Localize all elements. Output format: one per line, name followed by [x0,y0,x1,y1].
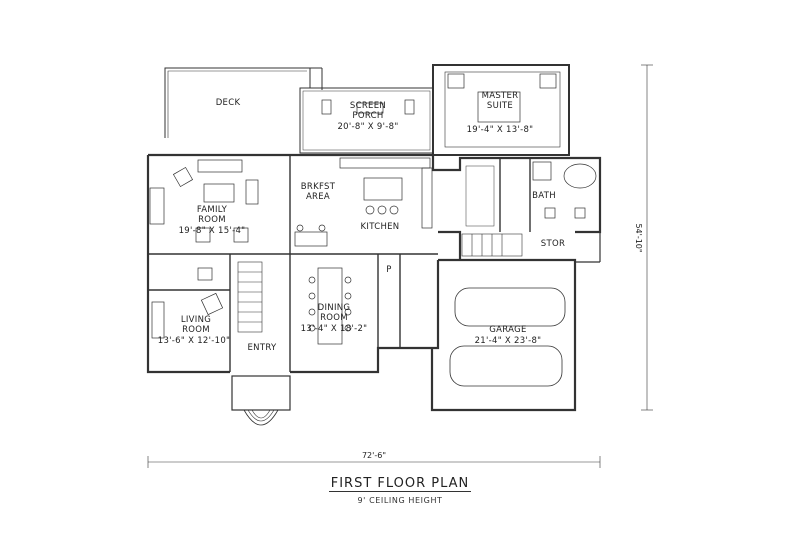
garage-name: GARAGE [489,325,526,335]
entry-label: ENTRY [248,343,277,353]
pantry-label: P [386,265,391,275]
kitchen-fixtures [294,157,433,247]
brkfst-name: BRKFST [301,182,336,192]
garage-size: 21'-4" X 23'-8" [475,336,542,346]
master-suite-size: 19'-4" X 13'-8" [467,125,534,135]
dining-room-name2: ROOM [320,313,348,323]
stair [237,233,523,333]
garage-walls [430,232,601,412]
brkfst-name2: AREA [306,192,330,202]
stor-label: STOR [541,239,565,249]
entry-porch [231,375,291,426]
family-room-name2: ROOM [198,215,226,225]
deck-area [164,67,323,138]
dining-table [308,267,352,345]
screen-porch-name2: PORCH [352,111,383,121]
plan-title: FIRST FLOOR PLAN [0,476,800,492]
master-suite-name: MASTER [482,91,519,101]
family-room-name: FAMILY [197,205,228,215]
master-suite-name2: SUITE [487,101,513,111]
dining-room-size: 13'-4" X 18'-2" [301,324,368,334]
dimension-lines [147,64,653,468]
dining-room-name: DINING [318,303,351,313]
width-dimension: 72'-6" [362,451,386,460]
screen-porch-size: 20'-8" X 9'-8" [337,122,398,132]
plan-title-text: FIRST FLOOR PLAN [328,476,472,492]
plan-subtitle: 9' CEILING HEIGHT [357,496,443,505]
master-suite-walls [432,64,570,156]
living-room-name: LIVING [181,315,211,325]
interior-walls [148,155,531,372]
bath-fixtures [465,161,597,227]
living-room-name2: ROOM [182,325,210,335]
family-room-furniture [149,159,259,243]
kitchen-label: KITCHEN [361,222,400,232]
family-room-size: 19'-8" X 15'-4" [179,226,246,236]
deck-label: DECK [216,98,241,108]
bath-label: BATH [532,191,556,201]
living-room-size: 13'-6" X 12'-10" [158,336,231,346]
living-room-furniture [151,267,224,339]
depth-dimension: 54'-10" [634,223,643,252]
screen-porch-name: SCREEN [350,101,386,111]
